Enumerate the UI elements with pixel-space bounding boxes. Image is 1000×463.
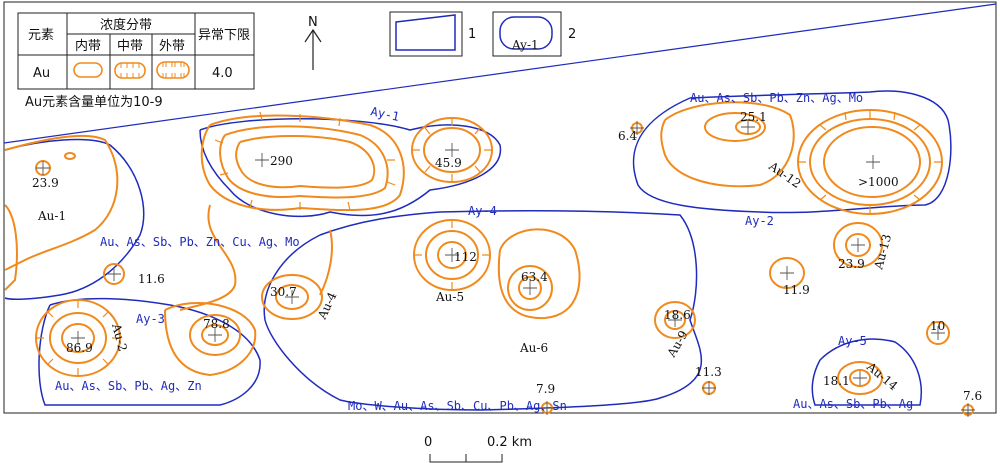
peak-value-labels: 23.9 11.6 86.9 78.8 290 30.7 45.9 112 63… [32,110,982,403]
peak-value: 112 [454,250,477,264]
legend-outer-zone-symbol [156,61,190,79]
au-anomaly-label: Au-1 [37,209,66,223]
peak-value: 11.9 [783,283,810,297]
scale-distance-label: 0.2 km [487,435,532,450]
legend-unit-note: Au元素含量单位为10-9 [25,94,163,110]
survey-boundary-line [3,3,997,144]
legend-table: 元素 浓度分带 内带 中带 外带 异常下限 Au 4.0 Au元素含量单位为10… [17,12,255,110]
peak-value: 11.6 [138,272,165,286]
peak-value: 86.9 [66,341,93,355]
legend-item1-number: 1 [468,27,476,42]
legend-header-middle: 中带 [117,39,143,54]
composite-anomaly-id: Ay-3 [136,312,165,326]
north-arrow-icon: N [304,15,322,70]
legend-item2-number: 2 [568,27,576,42]
peak-value: 7.9 [536,382,555,396]
peak-value: 11.3 [695,365,722,379]
peak-value: 78.8 [203,317,230,331]
legend-header-inner: 内带 [75,38,101,54]
peak-value: 23.9 [32,176,59,190]
legend-header-element: 元素 [28,28,54,43]
au-anomaly-label: Au-4 [315,290,340,323]
north-label: N [308,15,318,30]
peak-value: 30.7 [270,285,297,299]
composite-anomaly-elements: Au、As、Sb、Pb、Zn、Ag、Mo [690,91,863,105]
legend-element-au: Au [33,66,50,81]
composite-anomaly-elements: Au、As、Sb、Pb、Ag、Zn [55,379,202,393]
scale-zero-label: 0 [424,435,432,450]
au-anomaly-label: Au-9 [664,328,691,360]
peak-value: 45.9 [435,156,462,170]
peak-value: 18.6 [664,308,691,322]
legend-anomaly-symbol [499,16,553,50]
peak-value: 18.1 [823,374,850,388]
peak-value: 10 [930,319,945,333]
legend-inner-zone-symbol [73,62,103,78]
legend-header-zones: 浓度分带 [100,17,152,33]
composite-anomaly-id: Ay-4 [468,204,497,218]
peak-value: 63.4 [521,270,548,284]
peak-value: 7.6 [963,389,982,403]
legend-boundary-symbol [395,14,456,51]
peak-value: >1000 [858,175,899,189]
composite-anomaly-elements: Mo、W、Au、As、Sb、Cu、Pb、Ag、Sn [348,399,567,413]
composite-anomaly-id: Ay-5 [838,334,867,348]
au-anomaly-label: Au-6 [519,341,548,355]
composite-anomaly-labels: Ay-1 Ay-2 Au、As、Sb、Pb、Zn、Ag、Mo Ay-3 Au、A… [55,91,913,413]
legend-header-outer: 外带 [159,39,185,54]
composite-anomaly-elements: Au、As、Sb、Pb、Ag [793,397,913,411]
symbol-legend: 1 Ay-1 2 [389,11,576,57]
au-anomaly-label: Au-2 [109,321,130,353]
legend-header-lower: 异常下限 [198,28,250,43]
composite-anomaly-boundaries [4,90,952,411]
peak-value: 290 [270,154,293,168]
composite-anomaly-elements: Au、As、Sb、Pb、Zn、Cu、Ag、Mo [100,235,300,249]
composite-anomaly-id: Ay-1 [369,104,400,124]
legend-middle-zone-symbol [114,62,146,79]
peak-value: 6.4 [618,129,637,143]
au-anomaly-contours [4,101,974,416]
au-anomaly-label: Au-5 [435,290,464,304]
au-anomaly-label: Au-13 [871,233,894,272]
scale-bar: 0 0.2 km [424,435,532,463]
legend-item2-label: Ay-1 [511,38,539,52]
peak-value: 23.9 [838,257,865,271]
map-frame [3,1,997,414]
peak-markers [36,120,975,417]
peak-value: 25.1 [740,110,767,124]
legend-lower-value: 4.0 [212,66,233,81]
composite-anomaly-id: Ay-2 [745,214,774,228]
